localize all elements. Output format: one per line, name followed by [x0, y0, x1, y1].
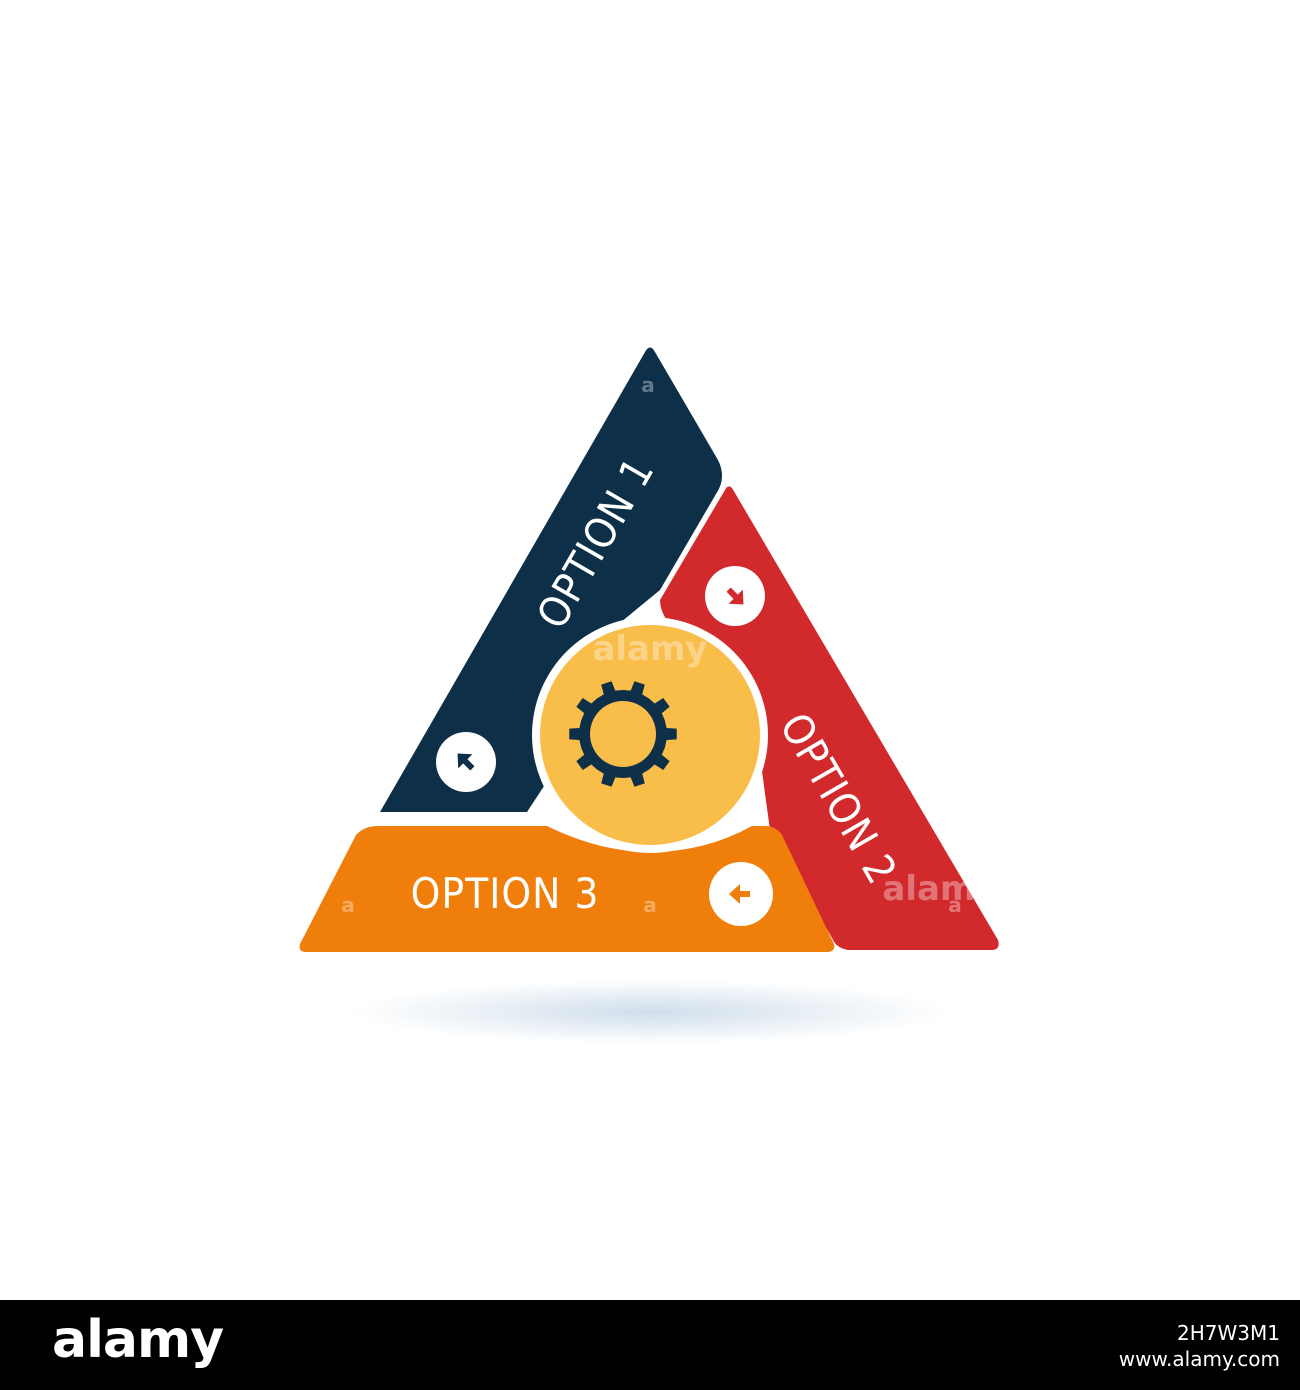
watermark-mark: a — [341, 893, 355, 917]
watermark-mark: a — [948, 893, 962, 917]
watermark-logo: alamy — [592, 629, 707, 669]
arrow-badge-1[interactable] — [436, 732, 496, 792]
arrow-badge-2[interactable] — [705, 566, 765, 626]
arrow-left-icon — [729, 884, 750, 904]
watermark: alamy alamy a a a a — [341, 373, 997, 917]
gear-hole — [590, 701, 656, 767]
watermark-mark: a — [641, 373, 655, 397]
footer-logo: alamy — [52, 1310, 224, 1370]
footer-bar: alamy 2H7W3M1 www.alamy.com — [0, 1300, 1300, 1390]
watermark-logo: alamy — [882, 869, 997, 909]
footer-image-info: 2H7W3M1 www.alamy.com — [1119, 1320, 1280, 1372]
option-3-label: OPTION 3 — [411, 869, 600, 918]
option-3-segment[interactable] — [299, 826, 835, 952]
triangle-diagram: OPTION 1 OPTION 2 OPTION 3 alamy alamy a… — [299, 347, 999, 1044]
image-id: 2H7W3M1 — [1177, 1321, 1280, 1345]
ground-shadow — [350, 980, 950, 1044]
site-url: www.alamy.com — [1118, 1347, 1280, 1371]
gear-icon — [569, 681, 677, 787]
arrow-up-right-icon — [457, 753, 475, 771]
watermark-mark: a — [643, 893, 657, 917]
arrow-down-right-icon — [726, 587, 744, 605]
option-1-segment[interactable] — [380, 347, 723, 813]
arrow-badge-3[interactable] — [709, 862, 773, 926]
